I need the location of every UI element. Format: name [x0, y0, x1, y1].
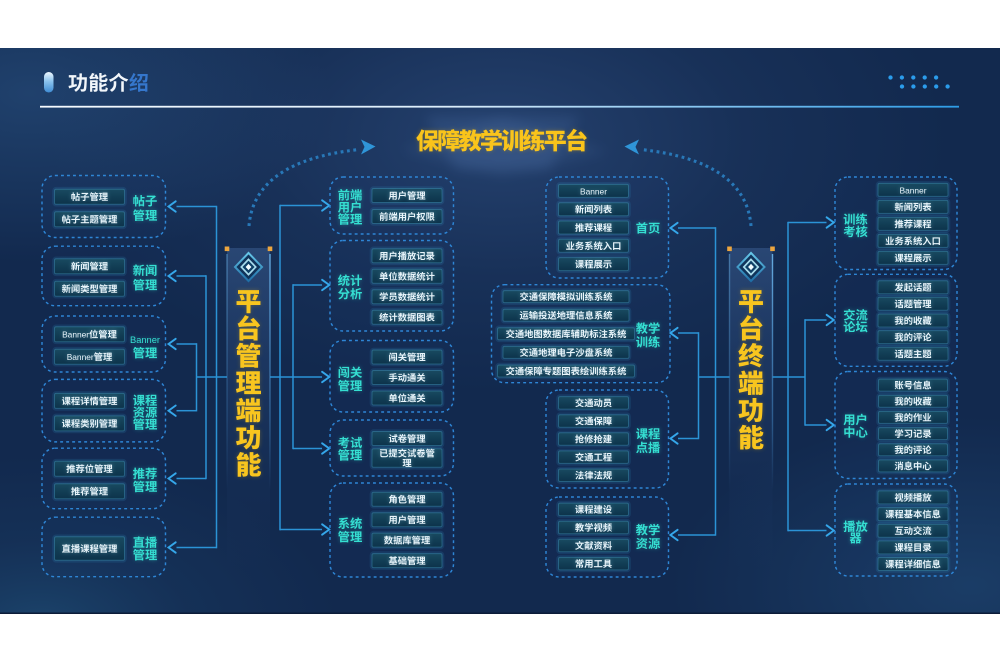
svg-text:Banner: Banner	[62, 330, 89, 340]
svg-text:Banner: Banner	[580, 186, 607, 196]
svg-text:Banner: Banner	[900, 185, 927, 195]
svg-text:Banner: Banner	[62, 330, 89, 340]
svg-text:Banner: Banner	[130, 335, 160, 345]
svg-text:Banner: Banner	[900, 185, 927, 195]
svg-text:Banner: Banner	[580, 186, 607, 196]
svg-text:Banner: Banner	[130, 335, 160, 345]
svg-text:Banner: Banner	[67, 352, 94, 362]
svg-text:Banner: Banner	[67, 352, 94, 362]
